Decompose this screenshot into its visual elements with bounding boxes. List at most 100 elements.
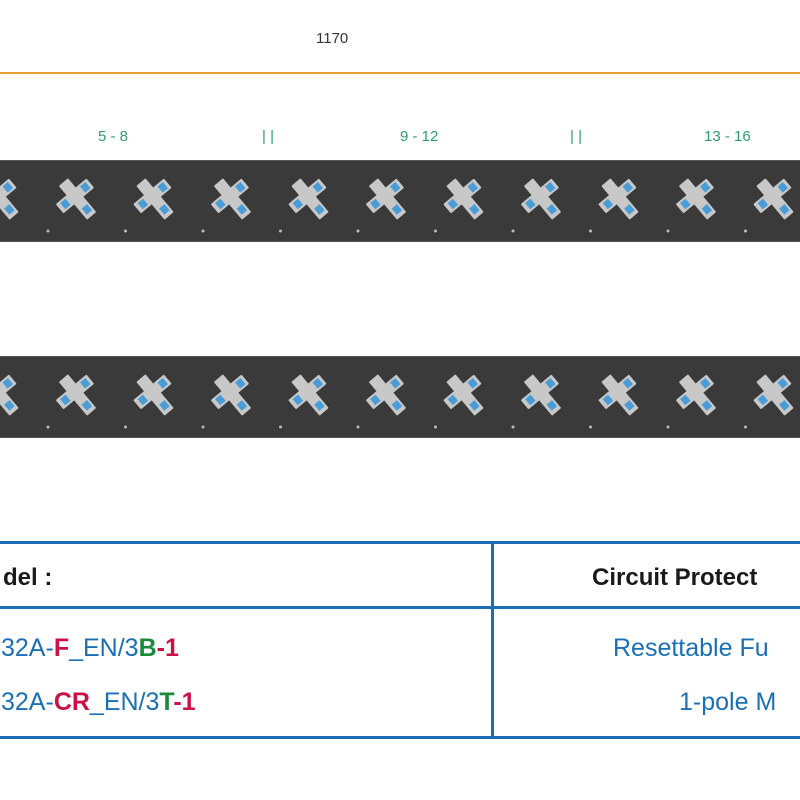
outlet-icon: [753, 374, 794, 416]
outlet-indicator: [666, 229, 670, 233]
model-code-red: F: [53, 634, 70, 662]
outlet-indicator: [46, 425, 50, 429]
model-code-red: -1: [156, 634, 179, 662]
outlet-icon: [676, 178, 716, 220]
outlet-indicator: [589, 229, 592, 233]
model-cell: 32A-CR_EN/3T-1: [1, 688, 196, 717]
outlet-pin: [390, 377, 401, 389]
outlet-pin: [757, 394, 769, 406]
outlet-pin: [2, 181, 14, 193]
outlet-icon: [521, 178, 561, 220]
group-separator: | |: [262, 128, 274, 145]
outlet-pin: [81, 400, 93, 411]
outlet-icon: [598, 374, 639, 416]
model-code-red: -1: [173, 688, 196, 716]
outlet-pin: [236, 204, 248, 215]
outlet-pin: [391, 204, 403, 215]
outlet-pin: [235, 181, 246, 193]
outlet-pin: [215, 394, 226, 406]
outlet-row-top: [0, 178, 794, 233]
outlet-icon: [133, 178, 174, 220]
outlet-pin: [779, 204, 790, 215]
outlet-icon: [753, 178, 794, 220]
outlet-pin: [545, 181, 556, 193]
outlet-pin: [314, 400, 325, 411]
pdu-strip-bottom: [0, 356, 800, 438]
outlet-pin: [467, 181, 479, 193]
protection-cell: Resettable Fu: [613, 634, 769, 662]
outlet-pin: [447, 198, 459, 210]
outlet-icon: [288, 374, 329, 416]
outlet-pin: [700, 181, 711, 193]
outlet-pin: [370, 198, 381, 210]
outlet-icon: [366, 374, 406, 416]
outlet-pin: [525, 198, 536, 210]
outlet-icon: [366, 178, 406, 220]
outlet-icon: [598, 178, 639, 220]
outlet-pin: [469, 204, 480, 215]
model-text: _EN/3: [89, 688, 160, 716]
spec-table: del : Circuit Protect 32A-F_EN/3B-1 Rese…: [0, 541, 800, 739]
outlet-indicator: [124, 229, 127, 233]
outlet-pin: [602, 198, 614, 210]
outlet-icon: [56, 374, 96, 416]
outlet-indicator: [356, 425, 360, 429]
outlet-pin: [622, 181, 634, 193]
outlet-pin: [447, 394, 459, 406]
outlet-icon: [288, 178, 329, 220]
outlet-pin: [546, 400, 558, 411]
pdu-strip-top: [0, 160, 800, 242]
model-code-red: CR: [53, 688, 90, 716]
outlet-icon: [133, 374, 174, 416]
outlet-pin: [545, 377, 556, 389]
table-header-divider: [0, 606, 800, 609]
outlet-pin: [80, 377, 91, 389]
outlet-pin: [137, 394, 149, 406]
outlet-pin: [546, 204, 558, 215]
outlet-icon: [0, 178, 19, 220]
outlet-indicator: [356, 229, 360, 233]
model-text: 32A-: [1, 688, 54, 716]
outlet-pin: [701, 204, 713, 215]
dimension-label: 1170: [316, 30, 349, 47]
model-code-green: T: [159, 688, 174, 716]
outlet-indicator: [666, 425, 670, 429]
header-circuit-protection: Circuit Protect: [592, 564, 758, 591]
protection-cell: 1-pole M: [679, 688, 777, 716]
outlet-indicator: [279, 425, 282, 429]
table-column-divider: [491, 544, 494, 736]
outlet-indicator: [744, 229, 747, 233]
outlet-pin: [391, 400, 403, 411]
outlet-pin: [680, 198, 691, 210]
outlet-pin: [777, 181, 789, 193]
model-text: 32A-: [1, 634, 54, 662]
outlet-pin: [235, 377, 246, 389]
outlet-pin: [602, 394, 614, 406]
outlet-pin: [469, 400, 480, 411]
model-cell: 32A-F_EN/3B-1: [1, 634, 179, 663]
outlet-pin: [757, 198, 769, 210]
outlet-icon: [443, 374, 484, 416]
outlet-pin: [624, 204, 635, 215]
outlet-pin: [60, 394, 71, 406]
header-model: del :: [3, 564, 53, 591]
outlet-pin: [701, 400, 713, 411]
outlet-pin: [680, 394, 691, 406]
outlet-indicator: [511, 229, 515, 233]
outlet-pin: [292, 394, 304, 406]
outlet-icon: [0, 374, 19, 416]
outlet-pin: [80, 181, 91, 193]
outlet-pin: [292, 198, 304, 210]
outlet-pin: [777, 377, 789, 389]
outlet-pin: [370, 394, 381, 406]
outlet-indicator: [589, 425, 592, 429]
outlet-indicator: [124, 425, 127, 429]
outlet-pin: [4, 204, 15, 215]
outlet-pin: [60, 198, 71, 210]
outlet-icon: [211, 374, 251, 416]
outlet-pin: [467, 377, 479, 389]
outlet-indicator: [434, 425, 437, 429]
outlet-pin: [624, 400, 635, 411]
outlet-pin: [159, 204, 170, 215]
outlet-icon: [443, 178, 484, 220]
